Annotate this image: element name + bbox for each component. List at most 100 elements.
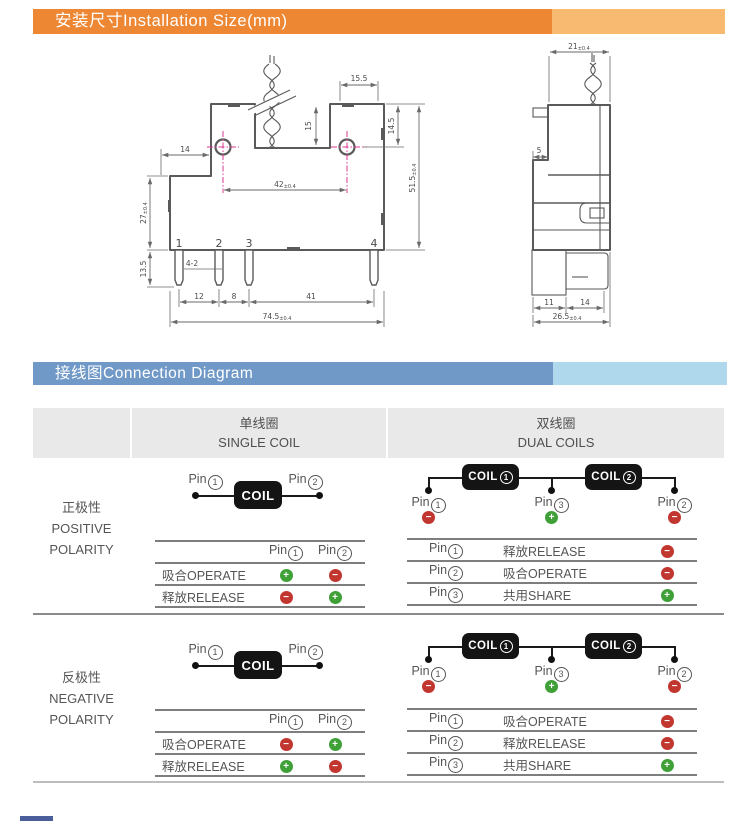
- terminal-dot: [425, 487, 432, 494]
- svg-text:2: 2: [216, 237, 223, 250]
- terminal-dot: [548, 487, 555, 494]
- side-view-drawing: 21±0.4 5 11 14 26.5±0.4: [531, 42, 611, 327]
- table-row: 吸合OPERATE: [155, 562, 365, 584]
- svg-text:26.5±0.4: 26.5±0.4: [553, 312, 582, 322]
- svg-text:13.5: 13.5: [139, 260, 148, 277]
- polarity-badge: [660, 758, 674, 772]
- svg-text:42±0.4: 42±0.4: [274, 180, 296, 190]
- terminal-dot: [192, 662, 199, 669]
- polarity-badge: [279, 759, 293, 773]
- terminal-dot: [316, 662, 323, 669]
- table-row: 释放RELEASE: [155, 584, 365, 608]
- column-header-single-coil: 单线圈 SINGLE COIL: [132, 408, 386, 458]
- circled-number: 2: [307, 645, 323, 660]
- wire-drop: [674, 646, 676, 660]
- table-bottom-line: [33, 781, 724, 783]
- circled-number: 2: [307, 475, 323, 490]
- terminal-dot: [548, 656, 555, 663]
- wire-drop: [551, 477, 553, 491]
- front-dimensions: 15.5 15 14.5 51.5±0.4 14 42±0.4: [139, 74, 425, 327]
- polarity-badge: [328, 590, 342, 604]
- circled-number: 1: [207, 645, 223, 660]
- polarity-badge: [422, 511, 435, 524]
- polarity-badge: [668, 680, 681, 693]
- circled-number: 1: [207, 475, 223, 490]
- connection-header-bar-accent: [553, 362, 727, 385]
- coil-box: COIL: [234, 651, 282, 679]
- polarity-badge: [328, 568, 342, 582]
- terminal-dot: [671, 487, 678, 494]
- polarity-badge: [660, 544, 674, 558]
- polarity-badge: [279, 737, 293, 751]
- connection-header-bar: 接线图Connection Diagram: [33, 362, 553, 385]
- svg-text:12: 12: [194, 292, 204, 301]
- svg-text:74.5±0.4: 74.5±0.4: [263, 312, 292, 322]
- svg-text:5: 5: [537, 146, 542, 155]
- single-coil-label-zh: 单线圈: [239, 416, 279, 431]
- svg-text:27±0.4: 27±0.4: [139, 202, 149, 224]
- polarity-badge: [660, 588, 674, 602]
- polarity-badge: [422, 680, 435, 693]
- polarity-badge: [279, 590, 293, 604]
- circled-number: 1: [499, 470, 513, 484]
- terminal-dot: [192, 492, 199, 499]
- wire-drop: [551, 646, 553, 660]
- polarity-badge: [668, 511, 681, 524]
- section-divider: [33, 613, 724, 615]
- polarity-badge: [660, 566, 674, 580]
- polarity-badge: [545, 511, 558, 524]
- installation-title: 安装尺寸Installation Size(mm): [55, 12, 288, 30]
- terminal-dot: [425, 656, 432, 663]
- negative-polarity-label: 反极性 NEGATIVE POLARITY: [49, 670, 114, 727]
- front-view-drawing: 1 2 3 4 15.5 15 14.5 51.5±0.4: [139, 55, 425, 327]
- polarity-badge: [545, 680, 558, 693]
- circled-number: 2: [622, 470, 636, 484]
- dual-coils-label-en: DUAL COILS: [517, 435, 595, 450]
- dual-coils-label-zh: 双线圈: [536, 416, 576, 431]
- footer-accent-bar: [20, 816, 53, 821]
- svg-text:1: 1: [176, 237, 183, 250]
- twisted-wire-side: [584, 53, 602, 106]
- polarity-badge: [660, 714, 674, 728]
- svg-text:14: 14: [180, 145, 190, 154]
- polarity-badge: [328, 759, 342, 773]
- svg-text:41: 41: [306, 292, 316, 301]
- column-header-dual-coils: 双线圈 DUAL COILS: [388, 408, 724, 458]
- svg-text:14: 14: [580, 298, 590, 307]
- side-relay-body: [531, 104, 611, 296]
